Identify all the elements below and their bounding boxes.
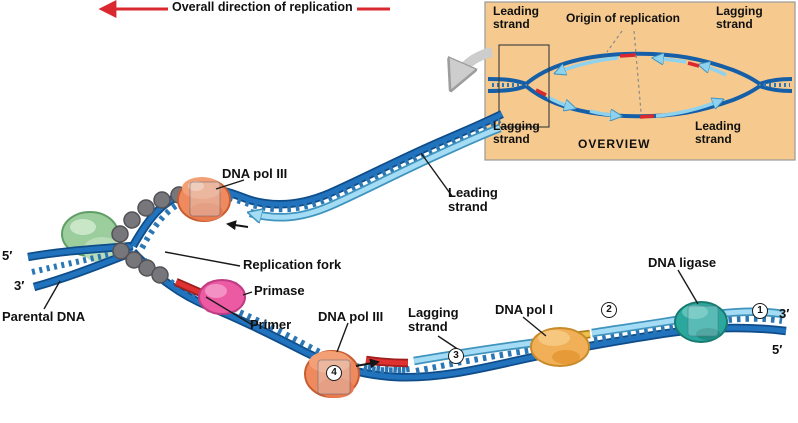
primer-label: Primer [250, 317, 292, 332]
leader-primer [205, 296, 255, 327]
overview-caption: OVERVIEW [578, 137, 651, 151]
pol-iii-highlight [188, 181, 204, 191]
ssb-proteins [111, 186, 188, 284]
ssb-protein [151, 266, 169, 284]
okazaki-fragment-1 [717, 309, 785, 317]
zoomed-region-outline [498, 44, 550, 128]
three-prime-left-label: 3′ [14, 278, 25, 293]
five-prime-right-label: 5′ [772, 342, 783, 357]
primase-blob [198, 279, 246, 315]
overview-inset [484, 1, 796, 161]
dna-pol-iii-leading-label: DNA pol III [222, 166, 288, 181]
overview-lagging-fragment [700, 65, 727, 77]
origin-leader-line [606, 30, 623, 53]
leader-dna-pol-iii-lagging [336, 322, 349, 353]
lagging-unpaired-rungs [141, 257, 411, 374]
overview-lagging-strand-bottom-label: Lagging strand [493, 119, 540, 146]
overview-left-duplex-top [487, 77, 527, 86]
primase-label: Primase [254, 283, 305, 298]
overview-lagging-fragment [654, 58, 687, 62]
overview-lagging-fragment [547, 95, 574, 108]
leader-primase [242, 291, 253, 296]
step-4-badge: 4 [326, 365, 342, 381]
lagging-synthesis-arrow [355, 358, 380, 369]
overview-primer-tick [687, 61, 700, 68]
primase-highlight [205, 284, 227, 298]
step-3-badge: 3 [448, 348, 464, 364]
lagging-strand-label: Lagging strand [408, 305, 459, 335]
synthesis-direction-arrows [226, 220, 380, 369]
dna-pol-iii-lagging-label: DNA pol III [318, 309, 384, 324]
overview-lagging-fragment [589, 111, 620, 116]
leading-synthesis-arrow [226, 220, 249, 231]
okazaki-fragment-3 [413, 339, 541, 364]
leader-dna-ligase [677, 269, 699, 305]
zoom-callout-arrow [454, 47, 494, 83]
dna-pol-i-label: DNA pol I [495, 302, 554, 317]
leader-replication-fork [164, 251, 241, 267]
leading-strand-label: Leading strand [448, 185, 498, 215]
step-2-badge: 2 [601, 302, 617, 318]
overview-leading-strand-top-label: Leading strand [493, 4, 540, 31]
overview-box [484, 1, 796, 161]
leader-dna-pol-i [522, 316, 547, 337]
ligase-lobe [696, 328, 720, 340]
leading-new-strand [250, 125, 501, 217]
leader-leading-strand [420, 152, 453, 197]
sliding-clamp [189, 181, 221, 217]
ssb-protein [137, 199, 155, 217]
overview-leading-strand-bottom-label: Leading strand [695, 119, 742, 146]
overview-primer-tick [619, 53, 637, 58]
primase-body [198, 279, 246, 315]
dna-ligase-blob [674, 301, 728, 343]
pol-iii-lobe [318, 378, 354, 398]
overview-leading-top-left [556, 56, 619, 73]
ssb-protein [112, 242, 130, 260]
overview-leading-bottom-right [655, 100, 722, 118]
ssb-protein [111, 225, 129, 243]
helicase-highlight [70, 219, 96, 235]
step-1-badge: 1 [752, 303, 768, 319]
ssb-protein [153, 191, 171, 209]
three-prime-right-label: 3′ [779, 306, 790, 321]
dna-pol-i-blob [530, 327, 590, 367]
parental-dna-label: Parental DNA [2, 309, 86, 324]
fragment-rungs [415, 346, 539, 374]
overview-origin-label: Origin of replication [566, 11, 681, 25]
overall-direction-label: Overall direction of replication [168, 0, 357, 15]
replication-fork-label: Replication fork [243, 257, 342, 272]
overview-right-duplex-top [759, 77, 793, 86]
dna-pol-iii-leading-blob [177, 177, 231, 222]
pol-i-lobe [538, 330, 570, 346]
overview-right-duplex-bottom [759, 84, 793, 93]
origin-leader-line [633, 30, 642, 113]
leader-parental-dna [43, 280, 61, 310]
fragment-rungs [719, 315, 783, 324]
ssb-protein [123, 211, 141, 229]
overview-lagging-strand-top-label: Lagging strand [716, 4, 763, 31]
five-prime-left-label: 5′ [2, 248, 13, 263]
pol-i-lobe [552, 350, 580, 364]
overview-primer-tick [639, 114, 655, 119]
dna-ligase-label: DNA ligase [648, 255, 717, 270]
overview-primer-tick [535, 88, 547, 97]
overview-left-duplex-bottom [487, 84, 527, 93]
fragment-rungs [593, 322, 687, 343]
leader-dna-pol-iii-leading [215, 179, 245, 190]
ssb-protein [125, 251, 143, 269]
ligase-box [687, 305, 719, 337]
